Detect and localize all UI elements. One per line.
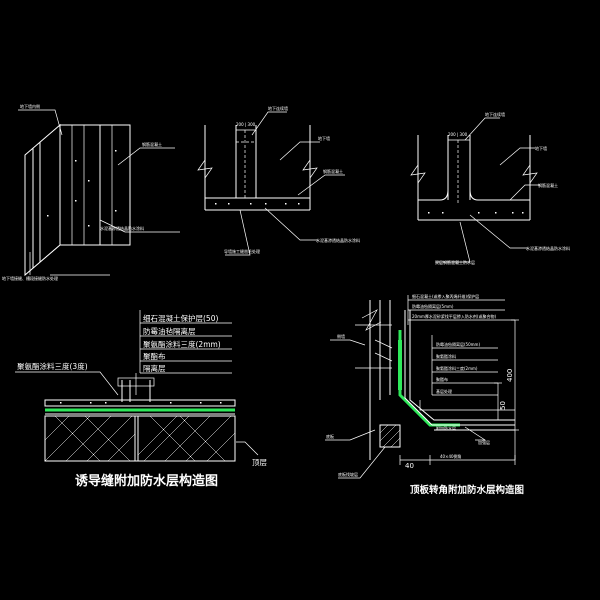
det5-dim-400: 400 bbox=[506, 369, 514, 382]
det2-right-top-label: 地下墙 bbox=[318, 135, 330, 141]
detail-double-layer: 200 | 300 地下连续墙 地下墙 钢筋混凝土 双层钢筋混凝土防水层 水泥基… bbox=[410, 111, 570, 265]
det3-dim: 200 | 300 bbox=[448, 132, 468, 137]
det1-caption: 地下墙接缝、槽段接缝防水处理 bbox=[2, 275, 58, 281]
det3-right-label: 钢筋混凝土 bbox=[538, 182, 558, 188]
det4-layer-4: 聚酯布 bbox=[143, 351, 166, 361]
det5-bottom-label: 底板找坡层 bbox=[338, 471, 358, 477]
det1-right-label: 钢筋混凝土 bbox=[142, 141, 162, 147]
det5-title: 顶板转角附加防水层构造图 bbox=[410, 484, 524, 496]
det5-inner-1: 防霉油毡隔离层(50mm) bbox=[436, 341, 480, 347]
det1-bottom-right-label: 水泥基渗透结晶防水涂料 bbox=[100, 225, 144, 231]
det5-inner-4: 聚酯布 bbox=[436, 376, 448, 382]
det5-dim-50: 50 bbox=[499, 401, 507, 410]
det3-caption-right: 水泥基渗透结晶防水涂料 bbox=[526, 245, 570, 251]
det5-inner-3: 聚氨酯涂料三度(2mm) bbox=[436, 365, 478, 371]
det4-layer-2: 防霉油毡隔离层 bbox=[143, 326, 196, 336]
det3-top-label: 地下连续墙 bbox=[485, 111, 505, 117]
det1-top-label: 地下墙内侧 bbox=[20, 103, 40, 109]
det2-caption-right: 水泥基渗透结晶防水涂料 bbox=[316, 237, 360, 243]
det5-inner-2: 聚氨酯涂料 bbox=[436, 353, 456, 359]
det5-layer-1: 细石混凝土(或掺入聚丙烯纤维)保护层 bbox=[412, 293, 479, 299]
det2-top-label: 地下连续墙 bbox=[268, 105, 288, 111]
det4-right-label: 顶层 bbox=[252, 458, 267, 467]
det3-caption-left: 双层钢筋混凝土防水层 bbox=[435, 259, 475, 265]
det4-left-label: 聚氨酯涂料三度(3度) bbox=[17, 361, 88, 371]
det5-layer-3: 20mm厚水泥砂浆找平层掺入防水剂(或聚合物) bbox=[412, 313, 496, 319]
det2-caption-left: 导墙施工缝凿毛处理 bbox=[224, 248, 260, 254]
det4-title: 诱导缝附加防水层构造图 bbox=[75, 473, 218, 489]
det2-dim: 200 | 300 bbox=[236, 122, 256, 127]
det5-dim-40x40: 40×40倒角 bbox=[440, 453, 462, 459]
det5-caption-right: 附加防水层 bbox=[436, 425, 456, 431]
det5-left-label-2: 底板 bbox=[326, 433, 334, 439]
det2-right-label: 钢筋混凝土 bbox=[323, 168, 343, 174]
det5-layer-2: 防霉油毡隔离层(5mm) bbox=[412, 303, 454, 309]
det4-layer-5: 隔离层 bbox=[143, 363, 166, 373]
wall-panel-front bbox=[59, 124, 101, 246]
det3-right-top-label: 地下墙 bbox=[535, 145, 547, 151]
det5-inner-5: 基层处理 bbox=[436, 388, 452, 394]
det5-left-label-1: 侧墙 bbox=[337, 333, 345, 339]
detail-wall-joint: 地下墙内侧 钢筋混凝土 水泥基渗透结晶防水涂料 地下墙接缝、槽段接缝防水处理 bbox=[2, 103, 180, 281]
detail-guide-wall: 200 | 300 地下连续墙 地下墙 钢筋混凝土 导墙施工缝凿毛处理 水泥基渗… bbox=[197, 105, 360, 256]
det4-layer-3: 聚氨酯涂料三度(2mm) bbox=[143, 339, 221, 349]
det4-layer-1: 细石混凝土保护层(50) bbox=[143, 313, 218, 323]
wall-panel-right bbox=[99, 124, 131, 246]
detail-corner-layer: 细石混凝土(或掺入聚丙烯纤维)保护层 防霉油毡隔离层(5mm) 20mm厚水泥砂… bbox=[325, 293, 524, 496]
det5-dim-40: 40 bbox=[405, 462, 414, 470]
detail-induced-joint: 细石混凝土保护层(50) 防霉油毡隔离层 聚氨酯涂料三度(2mm) 聚酯布 隔离… bbox=[15, 310, 267, 489]
det5-right-label: 加强层 bbox=[478, 439, 490, 445]
